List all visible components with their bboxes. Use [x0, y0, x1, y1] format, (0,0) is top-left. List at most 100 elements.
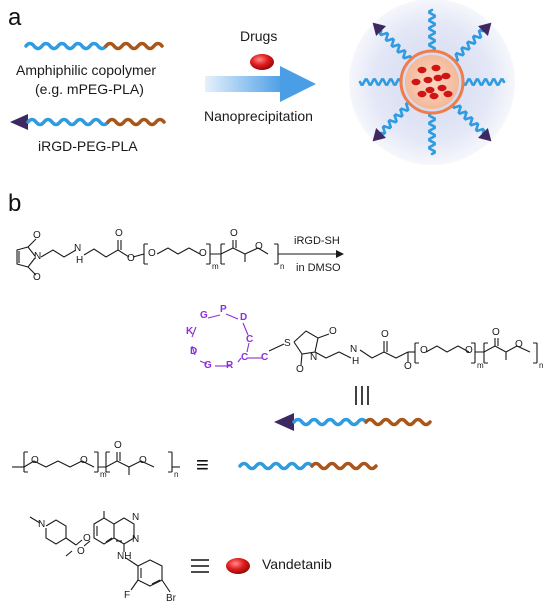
encapsulated-drug — [433, 74, 443, 82]
irgd-ligand-triangle — [372, 22, 386, 36]
encapsulated-drug — [437, 84, 447, 92]
atom-o: O — [515, 339, 523, 350]
peg-segment — [292, 417, 368, 427]
atom-o: O — [83, 533, 91, 544]
subscript-n: n — [539, 361, 544, 370]
subscript-m: m — [100, 470, 107, 479]
peptide-residue: C — [261, 352, 269, 363]
encapsulated-drug — [431, 64, 441, 72]
ligand-chain-icon — [10, 114, 166, 130]
vandetanib-label: Vandetanib — [262, 556, 332, 572]
copolymer-chain-icon — [24, 41, 164, 51]
irgd-ligand-triangle — [478, 22, 492, 36]
peg-arm — [378, 29, 413, 62]
atom-o: O — [114, 440, 122, 451]
vandetanib-structure — [29, 511, 171, 593]
atom-h: H — [76, 255, 84, 266]
ligand-label: iRGD-PEG-PLA — [38, 138, 138, 154]
nanoparticle-icon — [349, 0, 515, 165]
peg-segment — [26, 117, 110, 127]
equivalence-icon-2 — [191, 559, 209, 573]
atom-o: O — [33, 230, 41, 241]
drug-icon — [250, 54, 274, 70]
peg-arm — [379, 101, 412, 136]
peg-segment — [238, 461, 314, 471]
ligand-chain-schematic-icon — [274, 413, 432, 431]
peg-arm — [452, 28, 485, 63]
atom-o: O — [230, 228, 238, 239]
equivalence-vertical-icon — [355, 386, 369, 405]
peptide-residue: P — [220, 304, 227, 315]
atom-o: O — [296, 364, 304, 375]
encapsulated-drug — [429, 92, 439, 100]
atom-n: N — [34, 251, 42, 262]
solvent-label: in DMSO — [296, 262, 341, 274]
atom-n: N — [74, 243, 82, 254]
subscript-n: n — [174, 470, 179, 479]
peptide-residue: D — [240, 312, 248, 323]
atom-o: O — [148, 248, 156, 259]
peg-arm — [451, 102, 486, 135]
peptide-residue: K — [186, 326, 194, 337]
encapsulated-drug — [417, 66, 427, 74]
atom-h: H — [352, 356, 360, 367]
copolymer-example-label: (e.g. mPEG-PLA) — [35, 81, 144, 97]
peptide-residue: D — [190, 346, 198, 357]
nanoprecipitation-label: Nanoprecipitation — [204, 108, 313, 124]
irgd-ligand-triangle — [478, 128, 492, 142]
pla-segment — [364, 417, 432, 427]
atom-n: N — [132, 534, 140, 545]
atom-o: O — [255, 241, 263, 252]
atom-o: O — [329, 326, 337, 337]
encapsulated-drug — [443, 90, 453, 98]
atom-br: Br — [166, 593, 176, 604]
atom-n: N — [350, 344, 358, 355]
atom-o: O — [404, 361, 412, 372]
subscript-m: m — [212, 262, 219, 271]
atom-o: O — [31, 455, 39, 466]
pla-segment — [106, 117, 166, 127]
peptide-residue: R — [226, 360, 234, 371]
atom-o: O — [381, 329, 389, 340]
peptide-residue: C — [241, 352, 249, 363]
atom-o: O — [127, 253, 135, 264]
atom-o: O — [420, 345, 428, 356]
atom-o: O — [139, 455, 147, 466]
atom-o: O — [80, 455, 88, 466]
pla-segment — [310, 461, 378, 471]
pla-segment — [104, 41, 164, 51]
irgd-ligand-triangle — [372, 128, 386, 142]
panel-b — [12, 238, 538, 593]
panel-a-label: a — [8, 4, 22, 31]
maleimide-peg-pla-structure — [16, 238, 279, 276]
peg-segment — [24, 41, 108, 51]
panel-b-label: b — [8, 190, 22, 217]
encapsulated-drug — [441, 72, 451, 80]
atom-n: N — [38, 519, 46, 530]
peg-arm — [358, 78, 403, 86]
atom-s: S — [284, 338, 291, 349]
atom-o: O — [492, 327, 500, 338]
copolymer-label: Amphiphilic copolymer — [16, 62, 157, 78]
atom-f: F — [124, 590, 131, 601]
peg-arm — [461, 78, 506, 86]
vandetanib-drug-icon — [226, 558, 250, 574]
atom-o: O — [465, 345, 473, 356]
reagent-label: iRGD-SH — [294, 235, 340, 247]
peptide-residue: C — [246, 334, 254, 345]
atom-o: O — [115, 228, 123, 239]
irgd-ligand-triangle — [274, 413, 294, 431]
peptide-residue: G — [204, 360, 212, 371]
atom-o: O — [199, 248, 207, 259]
atom-o: O — [33, 272, 41, 283]
encapsulated-drug — [425, 86, 435, 94]
irgd-ligand-triangle — [10, 114, 28, 130]
reaction-arrow-icon — [278, 250, 344, 258]
peg-arm — [428, 8, 436, 53]
equivalence-icon-1: ≡ — [196, 452, 209, 477]
drugs-label: Drugs — [240, 28, 278, 44]
irgd-peg-pla-structure — [191, 313, 538, 367]
panel-a — [10, 0, 515, 165]
encapsulated-drug — [411, 78, 421, 86]
